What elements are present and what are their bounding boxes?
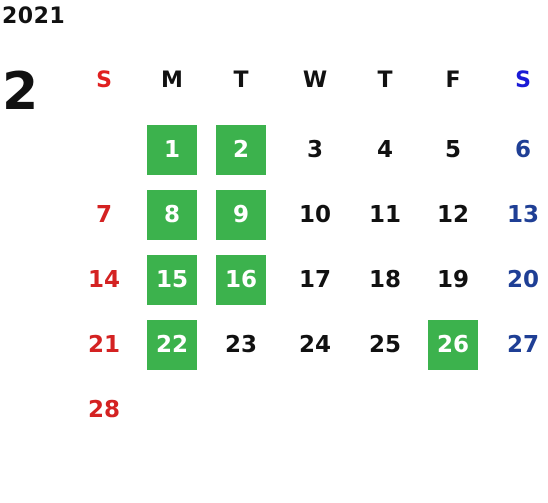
day-cell[interactable]: 11: [368, 202, 401, 228]
day-cell[interactable]: 19: [436, 267, 469, 293]
day-cell[interactable]: 6: [514, 137, 531, 163]
day-cell[interactable]: 9: [216, 190, 266, 240]
day-cell[interactable]: 22: [147, 320, 197, 370]
weekday-monday: M: [161, 68, 183, 93]
day-cell[interactable]: 7: [95, 202, 112, 228]
weekday-tuesday: T: [233, 68, 249, 93]
day-cell[interactable]: 16: [216, 255, 266, 305]
day-cell[interactable]: 1: [147, 125, 197, 175]
day-cell[interactable]: 18: [368, 267, 401, 293]
day-cell[interactable]: 8: [147, 190, 197, 240]
day-cell[interactable]: 2: [216, 125, 266, 175]
weekday-wednesday: W: [302, 68, 328, 93]
weekday-sunday: S: [96, 68, 112, 93]
weekday-saturday: S: [515, 68, 531, 93]
day-cell[interactable]: 21: [87, 332, 120, 358]
day-cell[interactable]: 25: [368, 332, 401, 358]
day-cell[interactable]: 3: [306, 137, 323, 163]
day-cell[interactable]: 5: [444, 137, 461, 163]
day-cell[interactable]: 27: [506, 332, 539, 358]
day-cell[interactable]: 13: [506, 202, 539, 228]
day-cell[interactable]: 14: [87, 267, 120, 293]
day-cell[interactable]: 4: [376, 137, 393, 163]
day-cell[interactable]: 15: [147, 255, 197, 305]
day-cell[interactable]: 26: [428, 320, 478, 370]
day-cell[interactable]: 10: [298, 202, 331, 228]
weekday-thursday: T: [377, 68, 393, 93]
day-cell[interactable]: 28: [87, 397, 120, 423]
day-cell[interactable]: 24: [298, 332, 331, 358]
day-cell[interactable]: 17: [298, 267, 331, 293]
weekday-friday: F: [445, 68, 461, 93]
day-cell[interactable]: 12: [436, 202, 469, 228]
year-label: 2021: [2, 4, 66, 29]
month-label: 2: [2, 62, 39, 122]
day-cell[interactable]: 23: [224, 332, 257, 358]
day-cell[interactable]: 20: [506, 267, 539, 293]
